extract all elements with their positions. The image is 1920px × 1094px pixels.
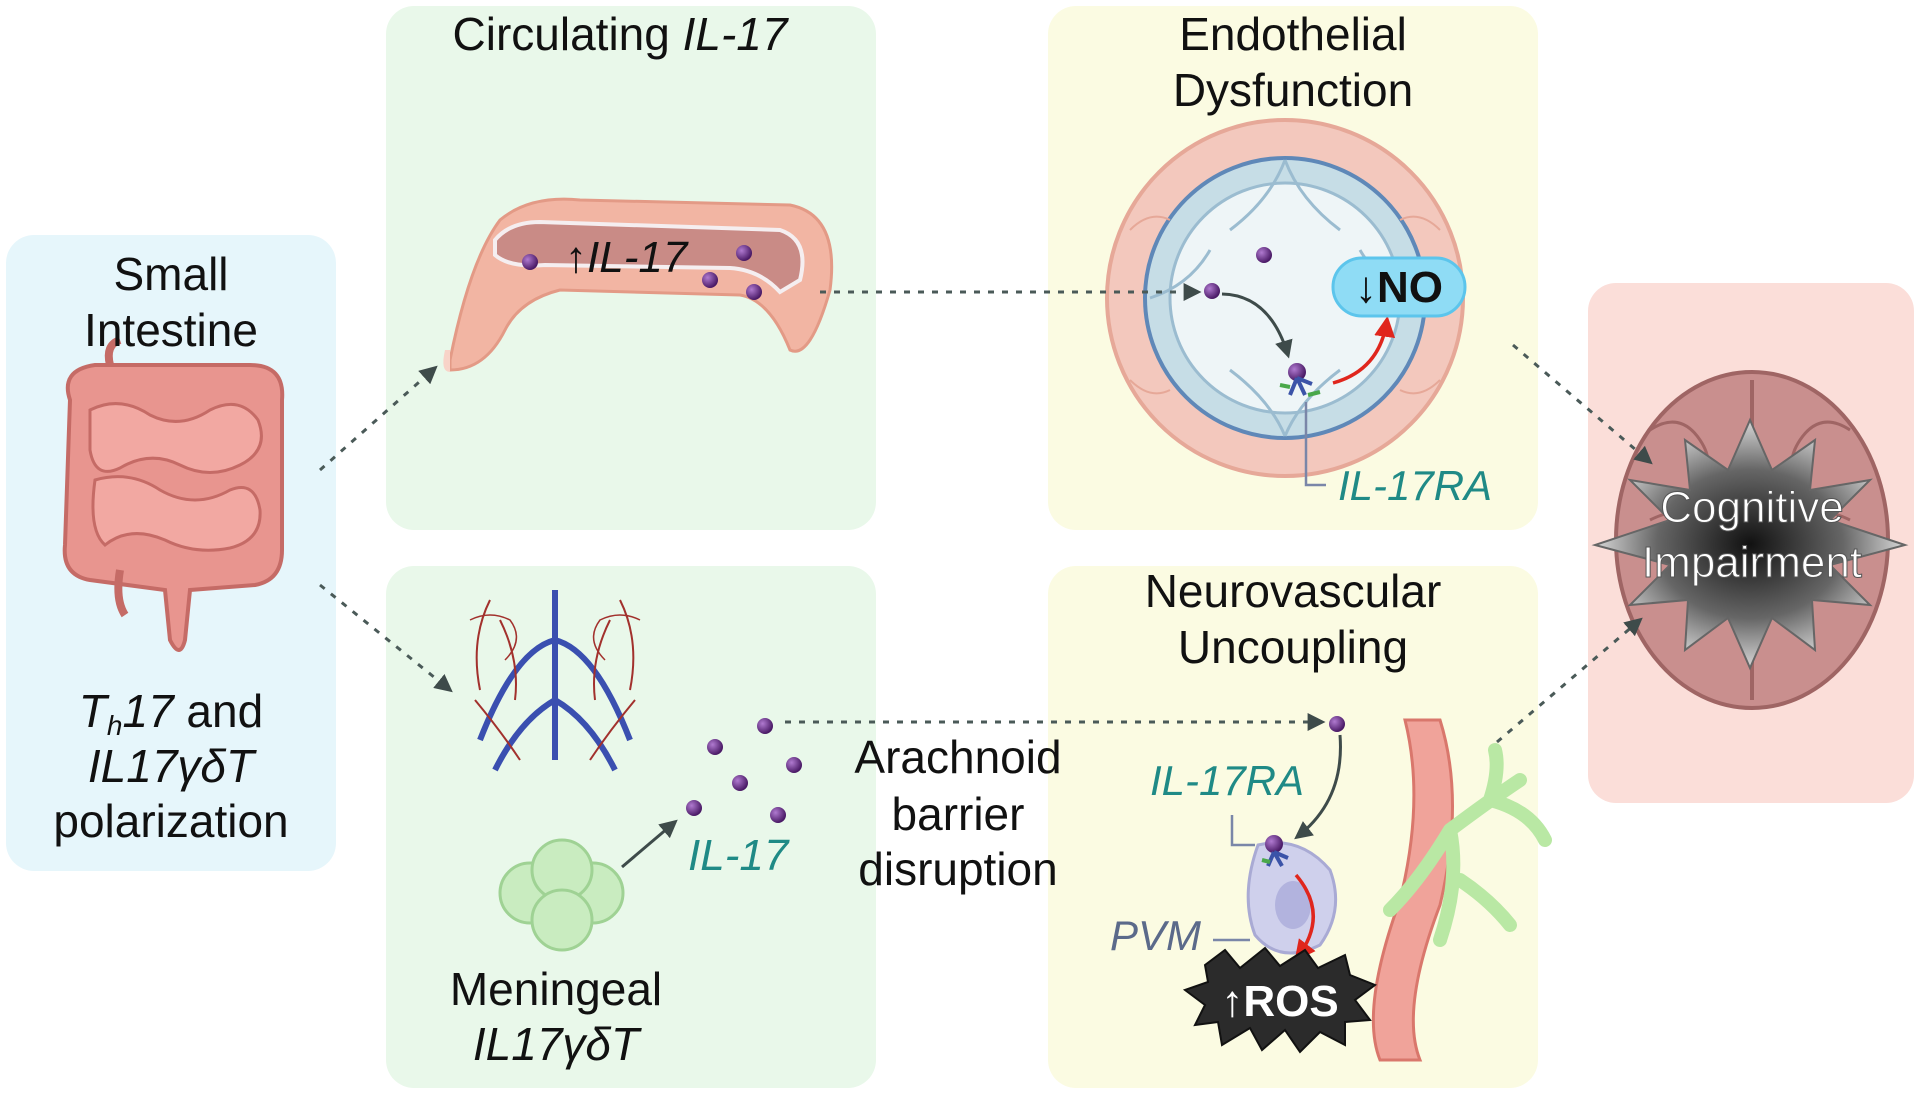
pvm-label: PVM: [1110, 912, 1201, 959]
intestine-caption-line3: polarization: [53, 795, 288, 847]
th-letter: T: [79, 685, 110, 737]
meningeal-panel: [386, 566, 876, 1088]
neurovascular-title-line1: Neurovascular: [1145, 565, 1442, 617]
il17-molecule: [732, 775, 748, 791]
il17-molecule: [1265, 835, 1283, 853]
neurovascular-title-line2: Uncoupling: [1178, 621, 1408, 673]
il17-molecule: [736, 245, 752, 261]
intestine-illustration: [62, 336, 285, 652]
ros-text: ROS: [1243, 977, 1338, 1026]
th-subscript: h: [107, 710, 123, 741]
il17ra-receptor-icon: [1279, 376, 1321, 397]
pvm-to-ros-arrow: [1294, 873, 1316, 962]
meningeal-il17-label: IL-17: [688, 831, 790, 880]
blood-vessel-illustration: [443, 197, 834, 372]
cognitive-burst: [1591, 417, 1909, 671]
barrier-line1: Arachnoid: [854, 731, 1061, 783]
il17-molecule: [1204, 283, 1220, 299]
il17-molecule: [770, 807, 786, 823]
circulating-title-plain: Circulating: [453, 8, 683, 60]
il17-molecule: [1329, 716, 1345, 732]
no-down-arrow: ↓: [1355, 263, 1377, 312]
circulating-title: Circulating IL-17: [453, 8, 789, 60]
no-bubble: ↓NO: [1331, 256, 1467, 318]
ros-up-arrow: ↑: [1221, 977, 1243, 1026]
barrier-line2: barrier: [892, 788, 1025, 840]
vessel-cross-section-illustration: [1105, 118, 1465, 478]
intestine-title-line1: Small: [113, 248, 228, 300]
il17-molecule: [746, 284, 762, 300]
no-label: ↓NO: [1355, 263, 1443, 312]
cognitive-line2: Impairment: [1642, 538, 1862, 587]
endothelial-title-line1: Endothelial: [1179, 8, 1407, 60]
receptor-callout-line: [1304, 402, 1326, 487]
intestine-caption-line2: IL17γδT: [88, 740, 257, 792]
cognitive-line1: Cognitive: [1660, 483, 1843, 532]
pvm-il17ra-receptor-icon: [1261, 850, 1289, 867]
il17-to-receptor-arrow: [1221, 292, 1293, 359]
tcell-to-il17-arrow: [621, 819, 678, 869]
vessel-il17-label: ↑IL-17: [565, 233, 689, 282]
gamma-delta-t-cells-illustration: [498, 838, 625, 952]
caption-and: and: [174, 685, 264, 737]
il17-molecule: [686, 800, 702, 816]
meningeal-caption-line2: IL17γδT: [473, 1018, 642, 1070]
endothelial-title-line2: Dysfunction: [1173, 64, 1413, 116]
endothelial-to-cognitive-arrow: [1512, 343, 1653, 465]
circulating-title-italic: IL-17: [683, 8, 789, 60]
il17-molecule: [522, 254, 538, 270]
intestine-title-line2: Intestine: [84, 304, 258, 356]
intestine-to-circulating-arrow: [319, 365, 438, 472]
astrocyte-illustration: [1383, 743, 1552, 947]
intestine-caption-line1: Th17 and: [79, 685, 263, 741]
neurovascular-receptor-label: IL-17RA: [1150, 757, 1304, 804]
pvm-receptor-callout-line: [1230, 815, 1255, 847]
ros-burst: ↑ROS: [1182, 946, 1378, 1054]
th-number: 17: [122, 685, 175, 737]
barrier-line3: disruption: [858, 843, 1057, 895]
vessel-il17-text: IL-17: [587, 233, 689, 282]
il17-molecule: [1256, 247, 1272, 263]
vessel-up-arrow: ↑: [565, 233, 587, 282]
receptor-to-no-arrow: [1332, 315, 1396, 385]
neurovascular-to-cognitive-arrow: [1496, 617, 1643, 744]
il17-molecule: [786, 757, 802, 773]
il17-to-pvm-arrow: [1294, 734, 1342, 840]
meningeal-caption-line1: Meningeal: [450, 963, 662, 1015]
il17-molecule: [707, 739, 723, 755]
il17-molecule: [1288, 363, 1306, 381]
no-text: NO: [1377, 263, 1443, 312]
ros-label: ↑ROS: [1221, 977, 1338, 1026]
il17-molecule: [757, 718, 773, 734]
endothelial-receptor-label: IL-17RA: [1338, 462, 1492, 509]
il17-molecule: [702, 272, 718, 288]
meningeal-vessels-illustration: [469, 590, 641, 772]
